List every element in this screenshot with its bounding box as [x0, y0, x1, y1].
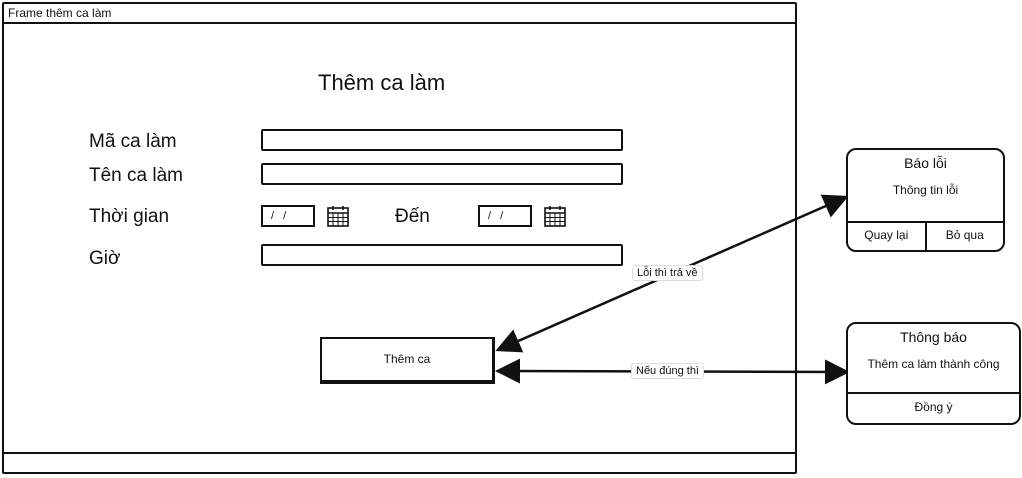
success-flow-label: Nếu đúng thì: [631, 363, 704, 379]
calendar-icon[interactable]: [327, 205, 349, 227]
error-dialog-buttons: Quay lại Bỏ qua: [848, 221, 1003, 250]
den-label: Đến: [395, 206, 430, 227]
ten-ca-lam-label: Tên ca làm: [89, 165, 183, 186]
form-title: Thêm ca làm: [318, 70, 446, 95]
ten-ca-lam-input[interactable]: [261, 163, 623, 185]
error-flow-label: Lỗi thì trả về: [632, 265, 703, 281]
thoi-gian-label: Thời gian: [89, 206, 170, 227]
quay-lai-button[interactable]: Quay lại: [848, 223, 927, 250]
them-ca-button[interactable]: Thêm ca: [320, 337, 495, 384]
success-dialog: Thông báo Thêm ca làm thành công Đồng ý: [846, 322, 1021, 425]
success-dialog-title: Thông báo: [900, 329, 967, 345]
window-footer: [4, 452, 795, 472]
ma-ca-lam-input[interactable]: [261, 129, 623, 151]
success-dialog-message: Thêm ca làm thành công: [867, 357, 1000, 371]
error-dialog-title: Báo lỗi: [904, 155, 947, 171]
error-dialog: Báo lỗi Thông tin lỗi Quay lại Bỏ qua: [846, 148, 1005, 252]
ma-ca-lam-label: Mã ca làm: [89, 131, 177, 152]
gio-label: Giờ: [89, 248, 121, 269]
date-from-input[interactable]: / /: [261, 205, 315, 227]
success-dialog-buttons: Đồng ý: [848, 392, 1019, 423]
dong-y-button[interactable]: Đồng ý: [914, 400, 953, 414]
window-title: Frame thêm ca làm: [4, 4, 795, 24]
error-dialog-message: Thông tin lỗi: [892, 183, 959, 197]
bo-qua-button[interactable]: Bỏ qua: [945, 228, 984, 242]
